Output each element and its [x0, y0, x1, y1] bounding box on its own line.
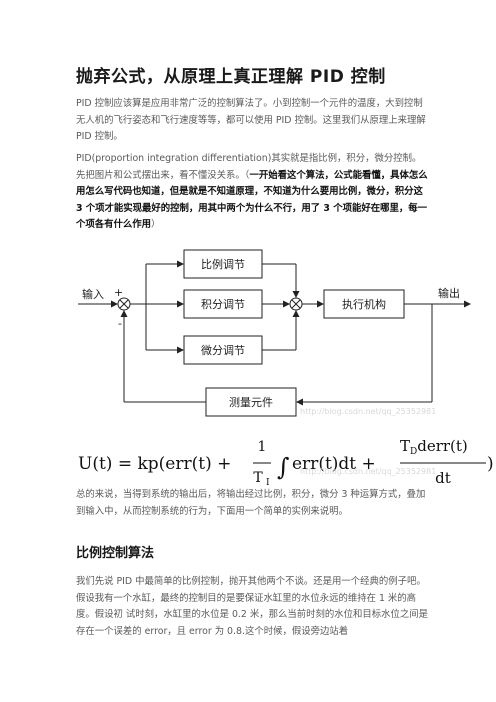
sensor-label: 测量元件 [229, 396, 273, 409]
formula-frac1-den-sub: I [266, 478, 270, 488]
formula-frac2-num: TDderr(t) [400, 437, 468, 457]
section-heading: 比例控制算法 [76, 546, 155, 561]
d-block [183, 335, 263, 365]
formula-frac2-den: dt [435, 469, 451, 487]
d-block-label: 微分调节 [201, 343, 245, 357]
summary-paragraph: 总的来说，当得到系统的输出后，将输出经过比例，积分，微分 3 种运算方式，叠加到… [76, 489, 426, 517]
pid-definition-paragraph: PID(proportion integration differentiati… [76, 151, 428, 234]
input-label: 输入 [82, 287, 104, 301]
sensor-block [205, 387, 297, 417]
formula-frac2-num-rest: derr(t) [417, 437, 468, 455]
minus-sign: - [118, 317, 122, 330]
output-label: 输出 [438, 286, 460, 300]
formula-mid: err(t)dt + [292, 454, 376, 474]
i-block [183, 289, 263, 319]
formula-frac2-num-sub: D [410, 447, 417, 457]
example-paragraph: 我们先说 PID 中最简单的比例控制，抛开其他两个不谈。还是用一个经典的例子吧。… [76, 576, 428, 637]
formula-frac2-num-t: T [400, 437, 410, 455]
pid-definition-text: PID(proportion integration differentiati… [76, 153, 422, 181]
summing-junction-input [117, 297, 131, 311]
formula-watermark: http://blog.csdn.net/qq_25352981 [300, 467, 436, 476]
p-block-label: 比例调节 [201, 257, 245, 271]
formula-lhs: U(t) = kp(err(t) + [78, 454, 231, 474]
p-block [183, 249, 263, 279]
intro-paragraph: PID 控制应该算是应用非常广泛的控制算法了。小到控制一个元件的温度，大到控制无… [76, 98, 426, 143]
actuator-label: 执行机构 [342, 297, 386, 311]
pid-definition-bold: 一开始看这个算法，公式能看懂，具体怎么用怎么写代码也知道，但是就是不知道原理，不… [76, 169, 428, 231]
page-title: 抛弃公式，从原理上真正理解 PID 控制 [76, 67, 386, 87]
formula-frac1-den: T [253, 470, 263, 486]
pid-definition-close: ） [151, 219, 161, 231]
diagram-watermark: http://blog.csdn.net/qq_25352981 [300, 407, 436, 416]
formula-integral: ∫ [277, 453, 290, 481]
pid-formula: U(t) = kp(err(t) + 1 T I ∫ err(t)dt + TD… [78, 437, 494, 488]
formula-close: ) [487, 454, 494, 474]
plus-sign: + [114, 286, 123, 299]
formula-frac1-num: 1 [258, 439, 267, 455]
actuator-block [323, 289, 405, 319]
i-block-label: 积分调节 [201, 298, 245, 311]
summing-junction-controller [289, 297, 303, 311]
